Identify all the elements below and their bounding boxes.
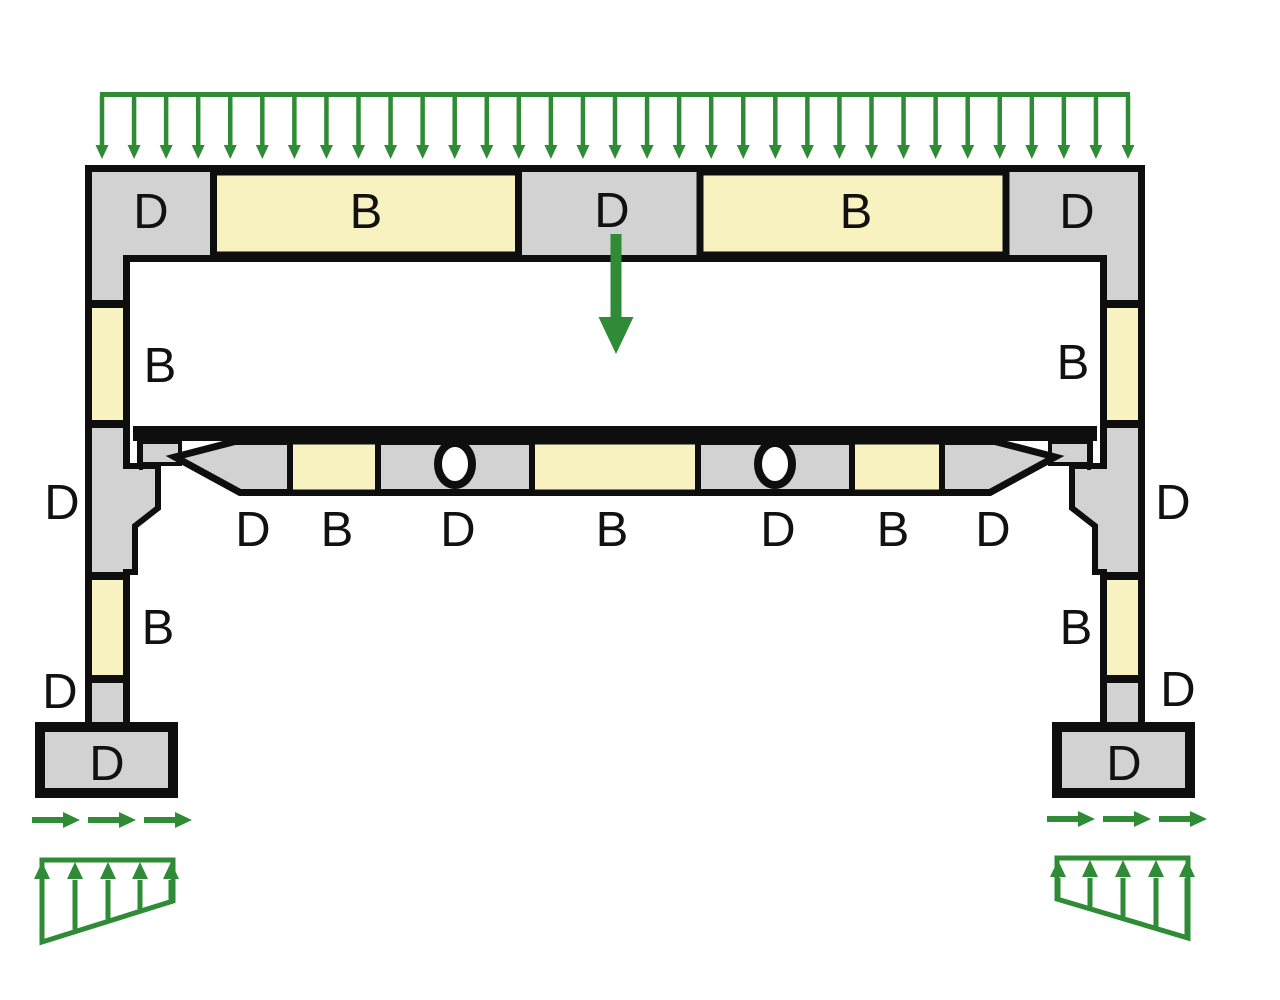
right-footing	[1052, 722, 1195, 798]
region-label: B	[142, 601, 175, 655]
beam-top-flange	[133, 426, 1097, 441]
top-distributed-load	[95, 92, 1135, 159]
region-label: D	[44, 476, 79, 530]
left-column-b-region	[92, 580, 123, 675]
region-label: B	[350, 185, 383, 239]
region-label: B	[1060, 601, 1093, 655]
soil-pressure-left	[34, 857, 179, 946]
footing-shear-arrows-right	[1047, 811, 1207, 827]
region-label: D	[1155, 476, 1190, 530]
right-column-b-region	[1107, 580, 1138, 675]
lower-beam	[133, 426, 1097, 496]
region-label: B	[321, 503, 354, 557]
soil-pressure-right	[1050, 855, 1195, 942]
footings	[35, 722, 1195, 798]
lower-beam-b-region	[287, 438, 381, 496]
top-beam-b-region	[696, 168, 1010, 259]
region-label: B	[596, 503, 629, 557]
region-label: D	[133, 185, 168, 239]
region-label: D	[594, 184, 629, 238]
region-label: D	[1059, 185, 1094, 239]
region-label: D	[1160, 663, 1195, 717]
region-label: B	[1057, 336, 1090, 390]
footing-shear-arrows-left	[32, 812, 192, 828]
region-label: D	[1106, 737, 1141, 791]
left-corbel	[123, 463, 161, 575]
right-corbel	[1069, 463, 1107, 575]
top-beam-b-region	[210, 168, 522, 259]
region-label: D	[975, 503, 1010, 557]
beam-opening-icon	[754, 439, 796, 489]
right-column-b-region	[1107, 308, 1138, 420]
region-label: D	[89, 737, 124, 791]
region-label: D	[760, 503, 795, 557]
left-nib	[137, 440, 182, 466]
region-label: B	[877, 503, 910, 557]
region-label: B	[144, 339, 177, 393]
region-label: D	[440, 503, 475, 557]
beam-opening-icon	[434, 439, 476, 489]
lower-beam-b-region	[849, 438, 945, 496]
region-label: D	[235, 503, 270, 557]
region-label: B	[840, 185, 873, 239]
left-column-b-region	[92, 308, 123, 420]
region-label: D	[42, 665, 77, 719]
right-nib	[1048, 440, 1093, 466]
left-footing	[35, 722, 178, 798]
point-load-arrow	[598, 234, 634, 354]
lower-beam-b-region	[529, 438, 701, 496]
